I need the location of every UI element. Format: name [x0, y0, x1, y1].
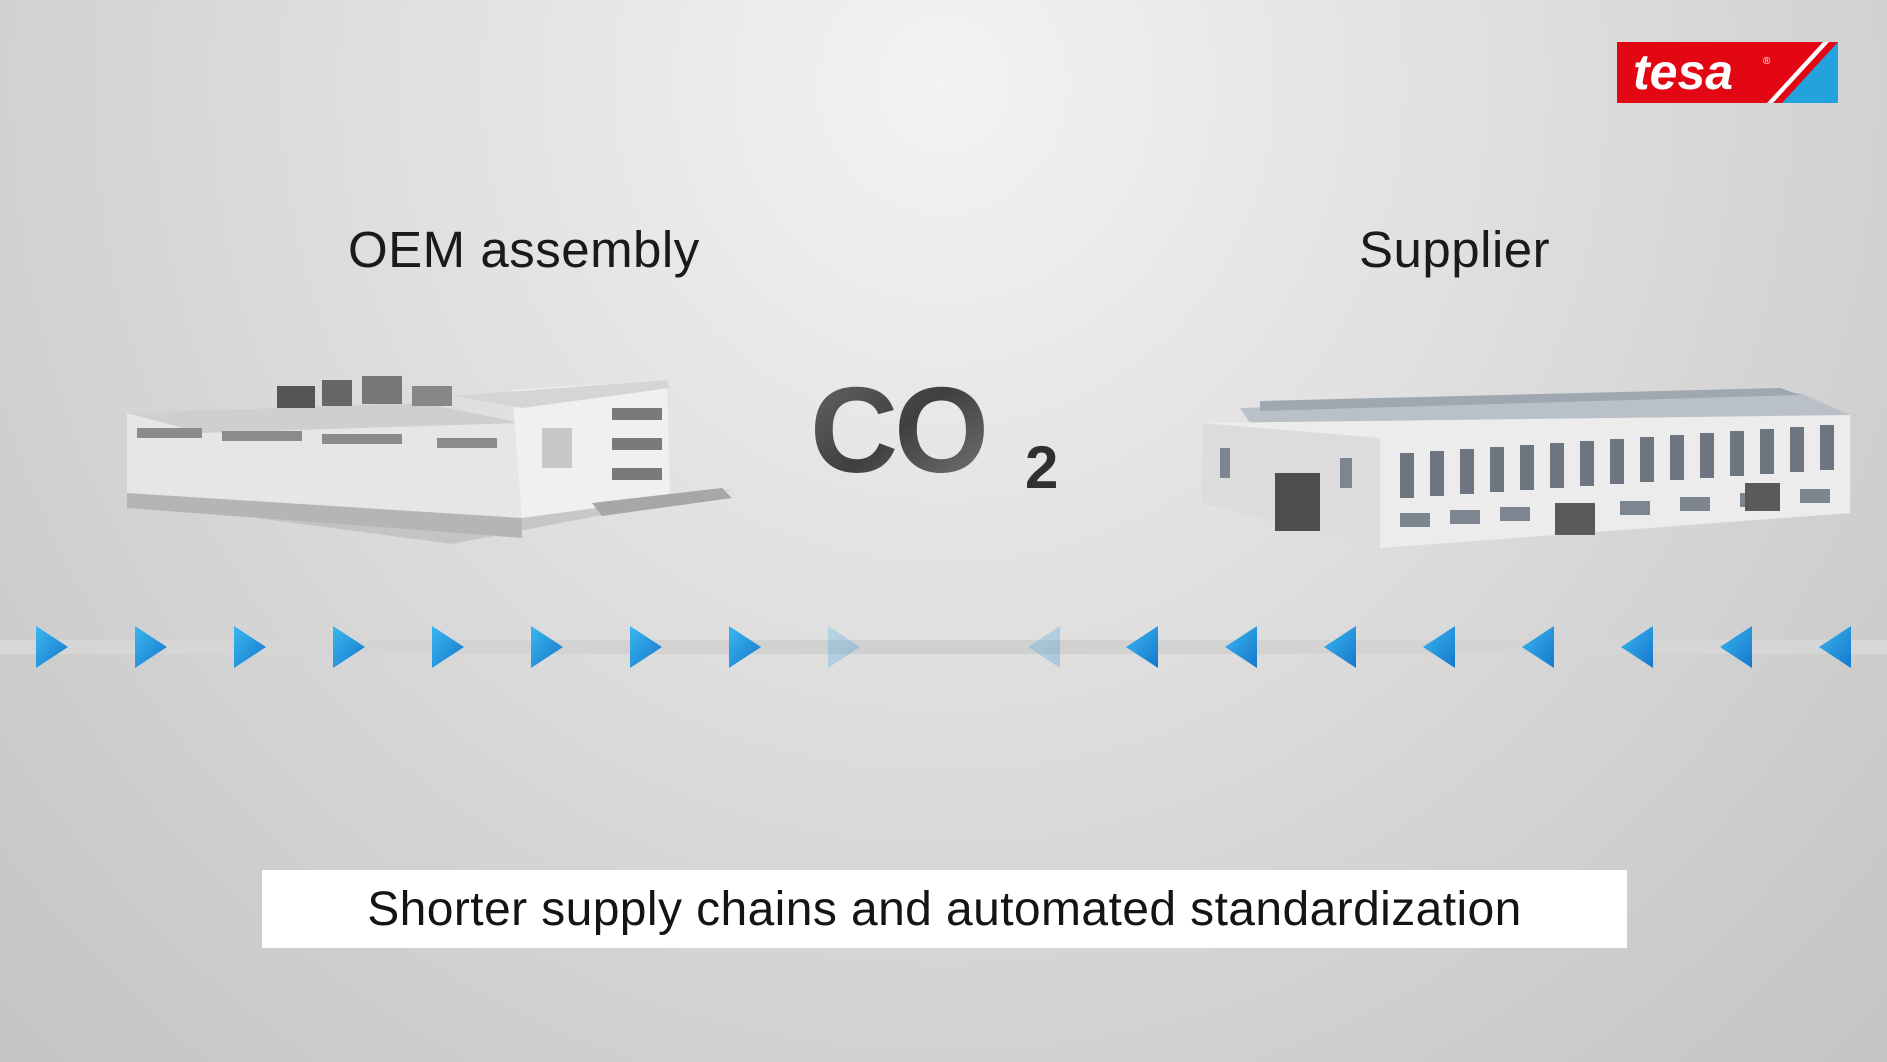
caption-text: Shorter supply chains and automated stan… [367, 882, 1522, 936]
supplier-label: Supplier [1359, 221, 1551, 278]
svg-text:tesa: tesa [1633, 44, 1733, 100]
co2-symbol: CO 2 [810, 362, 1080, 501]
arrow-right-icon [234, 626, 266, 668]
svg-text:2: 2 [1025, 434, 1058, 492]
supply-flow-arrows [0, 620, 1887, 674]
arrow-left-icon [1126, 626, 1158, 668]
svg-text:®: ® [1763, 56, 1771, 67]
arrow-left-icon [1522, 626, 1554, 668]
arrow-right-icon [333, 626, 365, 668]
arrow-right-icon [36, 626, 68, 668]
arrow-right-icon [729, 626, 761, 668]
arrow-right-icon [828, 626, 860, 668]
supplier-factory-building [1200, 383, 1855, 553]
oem-factory-building [122, 368, 732, 548]
arrow-right-icon [531, 626, 563, 668]
oem-assembly-label: OEM assembly [348, 221, 700, 278]
tesa-logo: tesa ® [1617, 42, 1838, 103]
arrow-left-icon [1423, 626, 1455, 668]
arrow-left-icon [1819, 626, 1851, 668]
svg-text:CO: CO [810, 372, 985, 492]
arrow-right-icon [135, 626, 167, 668]
arrow-left-icon [1720, 626, 1752, 668]
arrow-right-icon [630, 626, 662, 668]
arrow-left-icon [1028, 626, 1060, 668]
arrow-right-icon [432, 626, 464, 668]
left-pointing-arrows [1028, 626, 1851, 668]
arrow-left-icon [1324, 626, 1356, 668]
caption-box: Shorter supply chains and automated stan… [262, 870, 1627, 948]
right-pointing-arrows [36, 626, 860, 668]
arrow-left-icon [1225, 626, 1257, 668]
arrow-left-icon [1621, 626, 1653, 668]
